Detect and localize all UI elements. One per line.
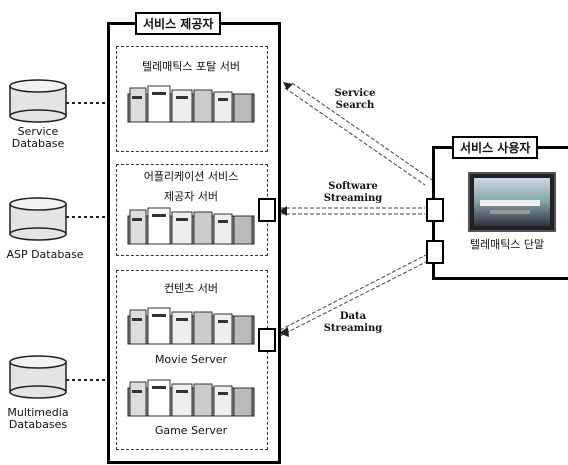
service-search-line-2	[291, 82, 433, 181]
data-streaming-line-2	[279, 260, 429, 337]
user-port-data	[426, 240, 444, 264]
asp-database-label: ASP Database	[6, 248, 84, 261]
service-search-label-1: Service	[334, 88, 376, 99]
service-database-label-1: Service	[17, 125, 59, 138]
arrowhead	[279, 327, 289, 337]
provider-port-software	[258, 198, 276, 222]
multimedia-database-label-2: Databases	[8, 418, 68, 431]
app-provider-label-2: 제공자 서버	[163, 190, 219, 203]
telematics-terminal-label: 텔레매틱스 단말	[469, 238, 545, 251]
service-search-label-2: Search	[335, 100, 375, 111]
telematics-terminal-screen	[468, 172, 556, 232]
movie-server-label: Movie Server	[154, 353, 228, 366]
portal-server-label: 텔레매틱스 포탈 서버	[141, 60, 241, 73]
data-streaming-line	[279, 254, 427, 331]
multimedia-database-label-1: Multimedia	[7, 406, 69, 419]
contents-server-box	[116, 270, 268, 450]
provider-port-data	[258, 328, 276, 352]
arrowhead	[279, 206, 287, 216]
service-database-label-2: Database	[11, 137, 65, 150]
user-port-software	[426, 198, 444, 222]
software-streaming-label-1: Software	[328, 181, 378, 192]
data-streaming-label-1: Data	[339, 311, 367, 322]
software-streaming-label-2: Streaming	[323, 193, 383, 204]
service-provider-title: 서비스 제공자	[135, 12, 222, 35]
data-streaming-label-2: Streaming	[323, 323, 383, 334]
app-provider-label-1: 어플리케이션 서비스	[143, 170, 239, 183]
game-server-label: Game Server	[154, 424, 228, 437]
service-search-line	[284, 87, 426, 186]
contents-server-label: 컨텐츠 서버	[163, 282, 219, 295]
service-user-title: 서비스 사용자	[452, 136, 539, 159]
arrowhead	[283, 82, 293, 90]
